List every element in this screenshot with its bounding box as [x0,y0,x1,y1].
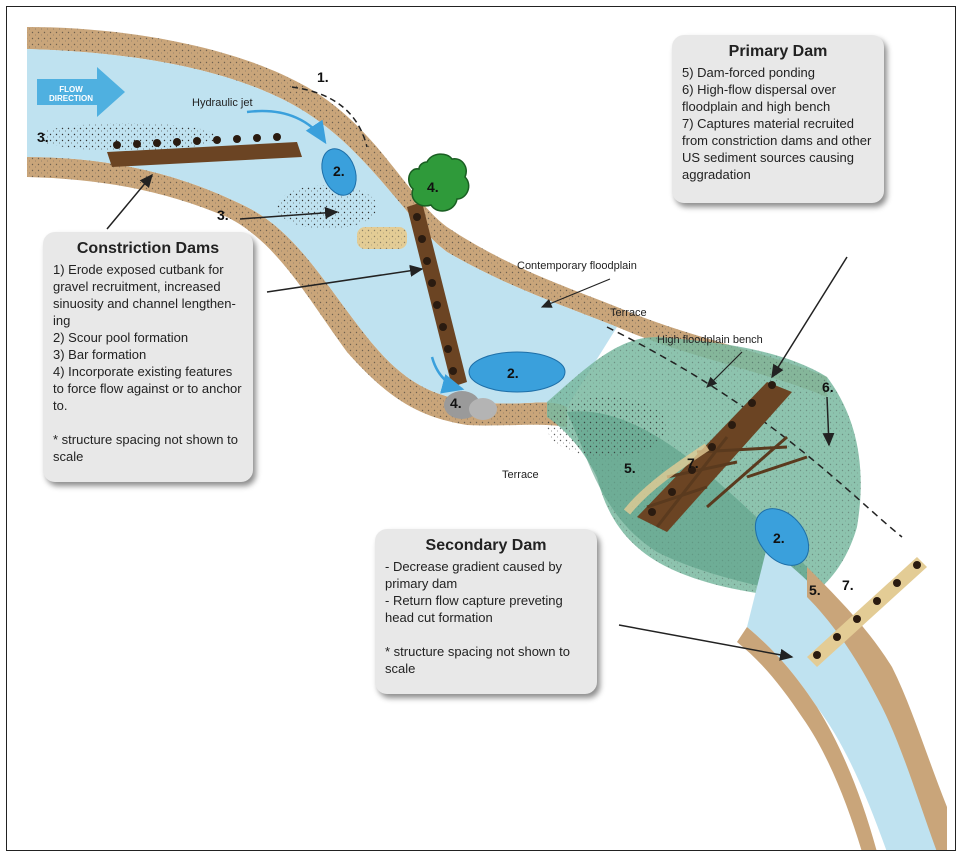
constriction-dams-box: Constriction Dams 1) Erode exposed cutba… [43,232,253,482]
secondary-dam-box: Secondary Dam - Decrease gradient caused… [375,529,597,694]
marker-6: 6. [822,379,834,395]
tree-canopy [409,154,469,211]
diagram-frame: FLOW DIRECTION Hydraulic jet Contemporar… [6,6,956,851]
secondary-item-2: - Return flow capture preveting head cut… [385,592,587,626]
marker-4b: 4. [450,395,462,411]
constriction-dams-title: Constriction Dams [53,240,243,257]
marker-3a: 3. [37,129,49,145]
flow-label-1: FLOW [59,85,83,94]
primary-item-6: 6) High-flow dispersal over floodplain a… [682,81,874,115]
marker-2c: 2. [773,530,785,546]
constriction-item-4: 4) Incorporate existing features to forc… [53,363,243,414]
secondary-note: * structure spacing not shown to scale [385,643,587,677]
marker-5b: 5. [809,582,821,598]
marker-3b: 3. [217,207,229,223]
flow-direction-label: FLOW DIRECTION [45,85,97,103]
primary-item-5: 5) Dam-forced ponding [682,64,874,81]
constriction-item-3: 3) Bar formation [53,346,243,363]
flow-label-2: DIRECTION [49,94,93,103]
contemporary-floodplain-label: Contemporary floodplain [517,260,637,272]
constriction-note: * structure spacing not shown to scale [53,431,243,465]
terrace-left-label: Terrace [502,469,539,481]
primary-dam-title: Primary Dam [682,43,874,60]
constriction-item-1: 1) Erode exposed cutbank for gravel recr… [53,261,243,329]
primary-dam-box: Primary Dam 5) Dam-forced ponding 6) Hig… [672,35,884,203]
constriction-item-2: 2) Scour pool formation [53,329,243,346]
marker-7a: 7. [687,455,699,471]
marker-4a: 4. [427,179,439,195]
secondary-item-1: - Decrease gradient caused by primary da… [385,558,587,592]
marker-1: 1. [317,69,329,85]
high-floodplain-bench-label: High floodplain bench [657,334,763,346]
marker-2b: 2. [507,365,519,381]
marker-7b: 7. [842,577,854,593]
terrace-right-label: Terrace [610,307,647,319]
marker-2a: 2. [333,163,345,179]
secondary-dam-title: Secondary Dam [385,537,587,554]
primary-item-7: 7) Captures material recruited from cons… [682,115,874,183]
marker-5a: 5. [624,460,636,476]
hydraulic-jet-label: Hydraulic jet [192,97,253,109]
